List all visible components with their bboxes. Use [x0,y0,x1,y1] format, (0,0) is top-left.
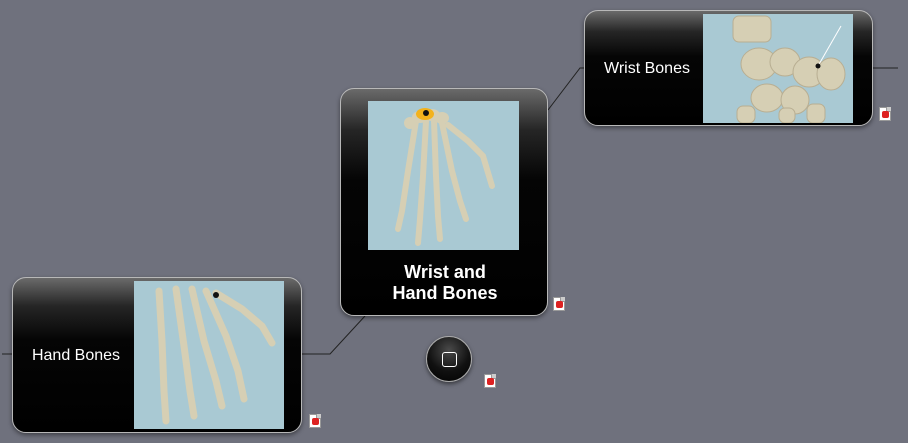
pdf-attachment-icon[interactable] [309,414,321,428]
topic-label-hand-bones: Hand Bones [31,347,121,364]
square-outline-icon [441,351,457,367]
hand-bones-image [134,281,284,429]
topic-label-wrist-bones: Wrist Bones [604,60,690,77]
topic-node-wrist-bones[interactable]: Wrist Bones [584,10,873,126]
central-topic-label-line2: Hand Bones [392,283,498,303]
central-topic-label: Wrist and Hand Bones [341,259,547,307]
connector-central-to-wrist-bones [547,67,585,111]
connector-central-to-hand-bones [302,315,366,355]
hand-skeleton-image [368,101,519,250]
pdf-attachment-icon[interactable] [553,297,565,311]
floating-topic-button[interactable] [426,336,472,382]
central-topic-node[interactable]: Wrist and Hand Bones [340,88,548,316]
central-topic-label-line1: Wrist and [404,262,486,282]
pdf-attachment-icon[interactable] [879,107,891,121]
topic-node-hand-bones[interactable]: Hand Bones [12,277,302,433]
wrist-bones-image [703,14,853,123]
pdf-attachment-icon[interactable] [484,374,496,388]
